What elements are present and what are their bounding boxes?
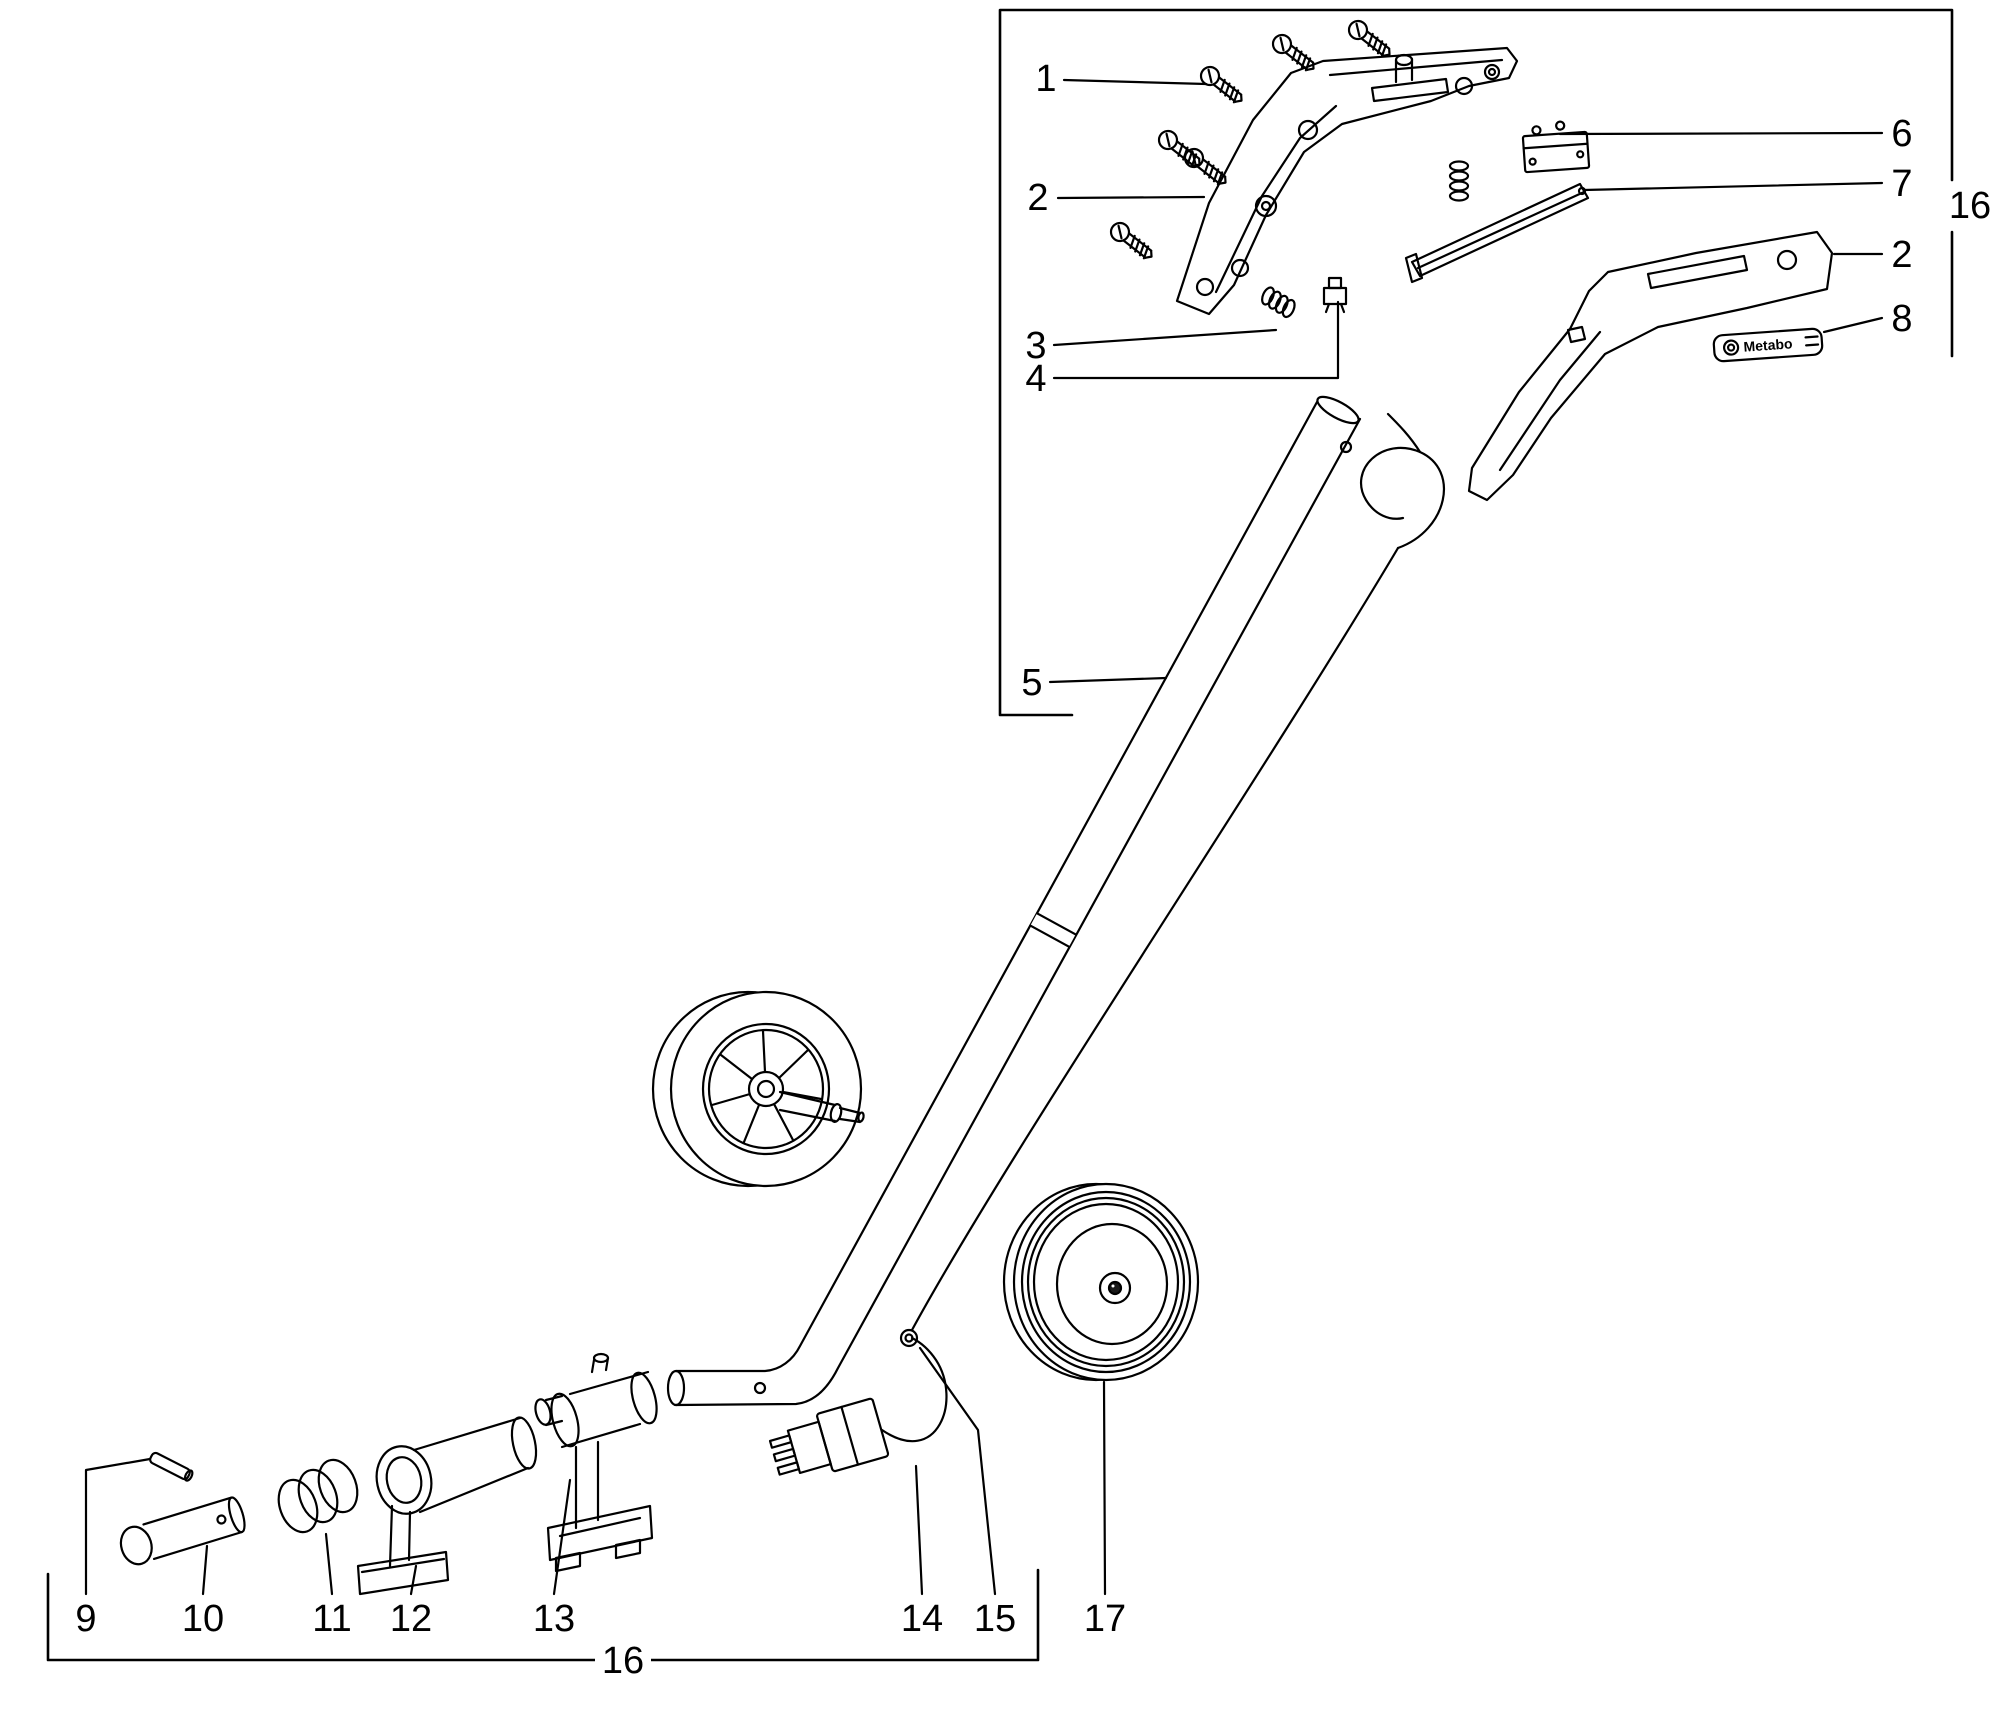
part-bushing-12	[356, 1416, 538, 1596]
callout-9: 9	[75, 1598, 96, 1640]
callout-2-left: 2	[1027, 177, 1048, 219]
callout-6: 6	[1891, 113, 1912, 155]
leader-6	[1558, 131, 1884, 136]
leader-2-left	[1056, 195, 1206, 200]
leader-14	[914, 1464, 924, 1596]
part-wheel-17	[1002, 1182, 1200, 1382]
part-pin-small-9	[149, 1451, 194, 1482]
leader-11	[324, 1532, 334, 1596]
callout-16-top: 16	[1949, 185, 1991, 227]
part-pulley	[651, 990, 865, 1188]
part-grommet-15	[899, 1328, 919, 1348]
part-handle-right	[1467, 230, 1834, 502]
part-screws-1	[1106, 16, 1397, 265]
callout-11: 11	[312, 1598, 351, 1640]
callout-5: 5	[1021, 662, 1042, 704]
leader-17	[1102, 1380, 1107, 1596]
callout-15: 15	[974, 1598, 1016, 1640]
assembly-frame-box	[998, 8, 1954, 717]
leader-15	[918, 1346, 997, 1596]
leader-1	[1062, 78, 1208, 86]
callout-3: 3	[1025, 325, 1046, 367]
part-slide-4	[1322, 276, 1348, 314]
bracket-16	[46, 1568, 1040, 1662]
leader-4	[1052, 300, 1340, 380]
leader-8	[1822, 316, 1884, 334]
part-coupling-13	[534, 1352, 658, 1573]
leader-9	[84, 1457, 152, 1596]
leader-5	[1048, 676, 1168, 684]
part-shaft-5	[666, 395, 1362, 1407]
callout-labels: 1 2 3 4 5 6 7 16 2 8 9 10 11 12 13 14 15…	[75, 58, 1991, 1682]
part-switch-6	[1521, 120, 1591, 174]
part-pin-large-10	[119, 1496, 246, 1566]
part-connector-plug	[768, 1397, 890, 1476]
callout-10: 10	[182, 1598, 224, 1640]
callout-13: 13	[533, 1598, 575, 1640]
callout-14: 14	[901, 1598, 943, 1640]
leader-12	[409, 1564, 418, 1596]
part-spring-vertical	[1448, 160, 1470, 202]
callout-17: 17	[1084, 1598, 1126, 1640]
brand-plate-text: Metabo	[1743, 335, 1793, 354]
part-cable-14	[768, 412, 1445, 1476]
callout-8: 8	[1891, 298, 1912, 340]
part-spring-11	[277, 1458, 359, 1534]
leader-10	[201, 1544, 209, 1596]
part-lever-7	[1404, 182, 1590, 284]
leader-7	[1582, 181, 1884, 192]
part-spring-small-3	[1261, 286, 1296, 319]
callout-7: 7	[1891, 163, 1912, 205]
callout-16-bottom: 16	[602, 1640, 644, 1682]
leader-3	[1052, 328, 1278, 347]
leader-13	[552, 1478, 572, 1596]
leader-lines	[84, 78, 1884, 1596]
callout-12: 12	[390, 1598, 432, 1640]
bracket-label-mask	[595, 1640, 651, 1678]
part-brand-plate-8	[1712, 327, 1824, 363]
callout-2-right: 2	[1891, 234, 1912, 276]
callout-1: 1	[1035, 58, 1056, 100]
callout-4: 4	[1025, 358, 1046, 400]
part-handle-left	[1175, 46, 1519, 316]
